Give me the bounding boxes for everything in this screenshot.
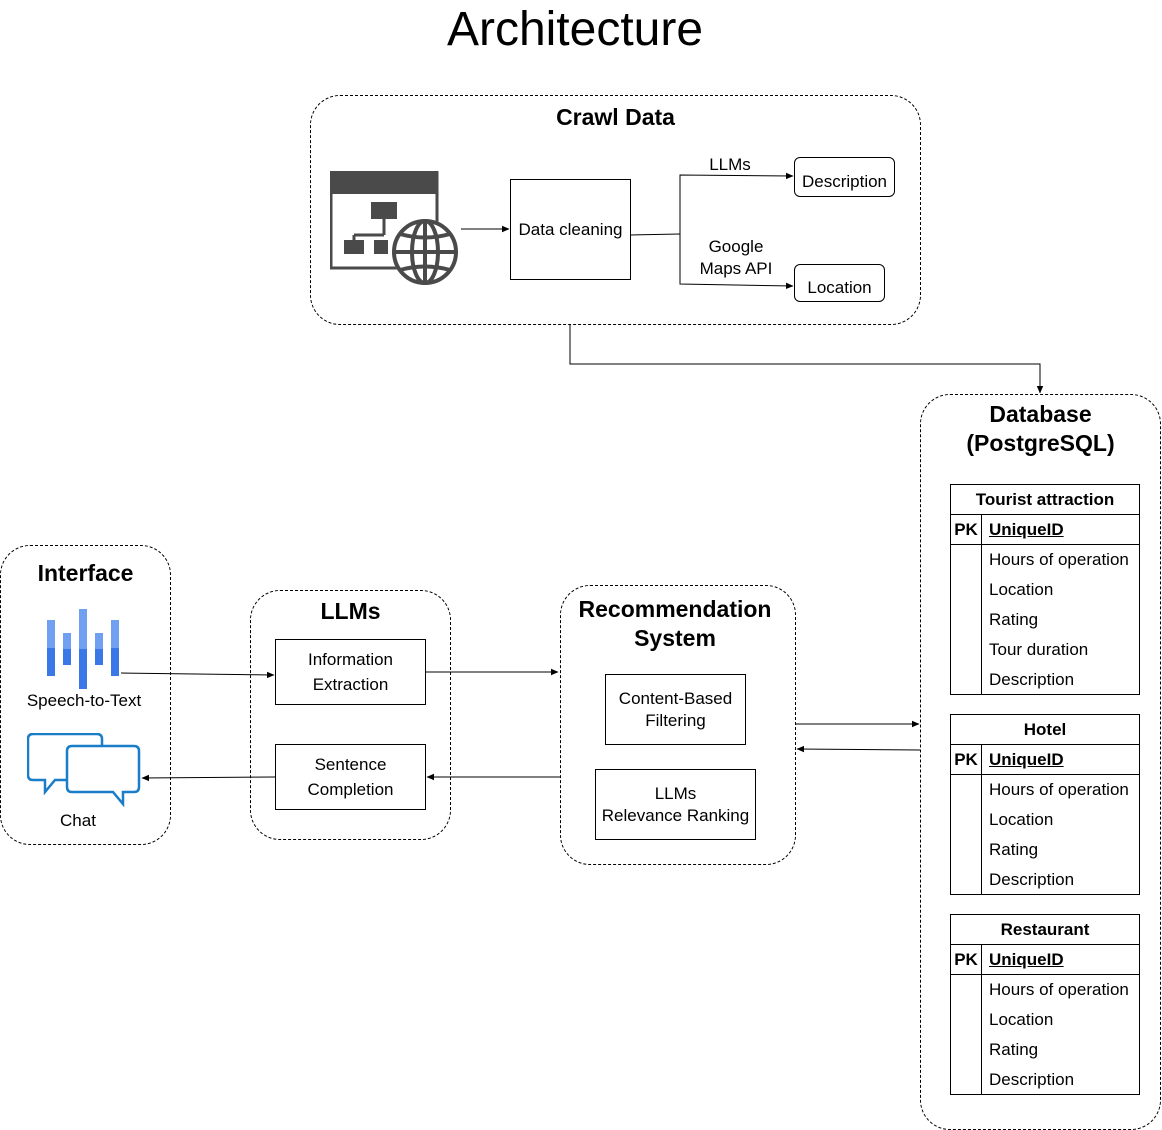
recommendation-system-title: Recommendation System [578,596,772,651]
table-title: Hotel [951,715,1139,745]
recommendation-system-group [560,585,796,865]
table-title: Restaurant [951,915,1139,945]
google-maps-edge-label: Google Maps API [699,237,773,278]
speech-to-text-icon [47,609,119,689]
interface-group [0,545,171,845]
location-node: Location [794,264,885,302]
primary-key-field: UniqueID [989,750,1064,769]
sentence-completion-box: Sentence Completion [275,744,426,810]
primary-key-field: UniqueID [989,950,1064,969]
table-title: Tourist attraction [951,485,1139,515]
arrow-to-description [679,172,794,234]
chat-label: Chat [60,811,96,830]
web-crawler-icon [330,171,458,285]
diagram-title: Architecture [446,3,704,56]
database-title: Database (PostgreSQL) [966,401,1115,456]
arrow-speech-to-extraction [120,671,275,679]
crawl-data-group [310,95,921,325]
llms-edge-label: LLMs [709,155,751,174]
llms-relevance-ranking-box: LLMs Relevance Ranking [595,769,756,840]
table-field: Rating [989,1040,1039,1059]
interface-title: Interface [37,560,134,586]
arrow-crawl-to-database [569,324,1044,394]
speech-to-text-label: Speech-to-Text [26,691,142,710]
line-cleaning-to-split [630,233,681,236]
crawl-data-title: Crawl Data [556,104,675,130]
arrow-to-location [679,234,794,290]
table-field: Hours of operation [989,980,1129,999]
primary-key-field: UniqueID [989,520,1064,539]
description-node: Description [794,157,895,197]
arrow-database-to-recommendation [796,745,921,753]
table-field: Hours of operation [989,780,1129,799]
chat-bubbles-icon [27,733,141,807]
table-field: Location [989,1010,1054,1029]
pk-label: PK [951,745,982,774]
table-field: Location [989,580,1054,599]
information-extraction-box: Information Extraction [275,639,426,705]
llms-title: LLMs [320,598,381,624]
table-field: Tour duration [989,640,1089,659]
table-field: Description [989,1070,1075,1089]
table-field: Location [989,810,1054,829]
llms-group [250,590,451,840]
table-tourist-attraction: Tourist attraction PK UniqueID Hours of … [950,484,1140,695]
arrow-completion-to-chat [141,774,276,782]
table-restaurant: Restaurant PK UniqueID Hours of operatio… [950,914,1140,1095]
data-cleaning-box: Data cleaning [510,179,631,280]
table-field: Rating [989,610,1039,629]
content-based-filtering-box: Content-Based Filtering [605,674,746,745]
pk-label: PK [951,945,982,974]
table-field: Description [989,670,1075,689]
pk-label: PK [951,515,982,544]
table-field: Description [989,870,1075,889]
table-field: Rating [989,840,1039,859]
table-field: Hours of operation [989,550,1129,569]
table-hotel: Hotel PK UniqueID Hours of operation Loc… [950,714,1140,895]
